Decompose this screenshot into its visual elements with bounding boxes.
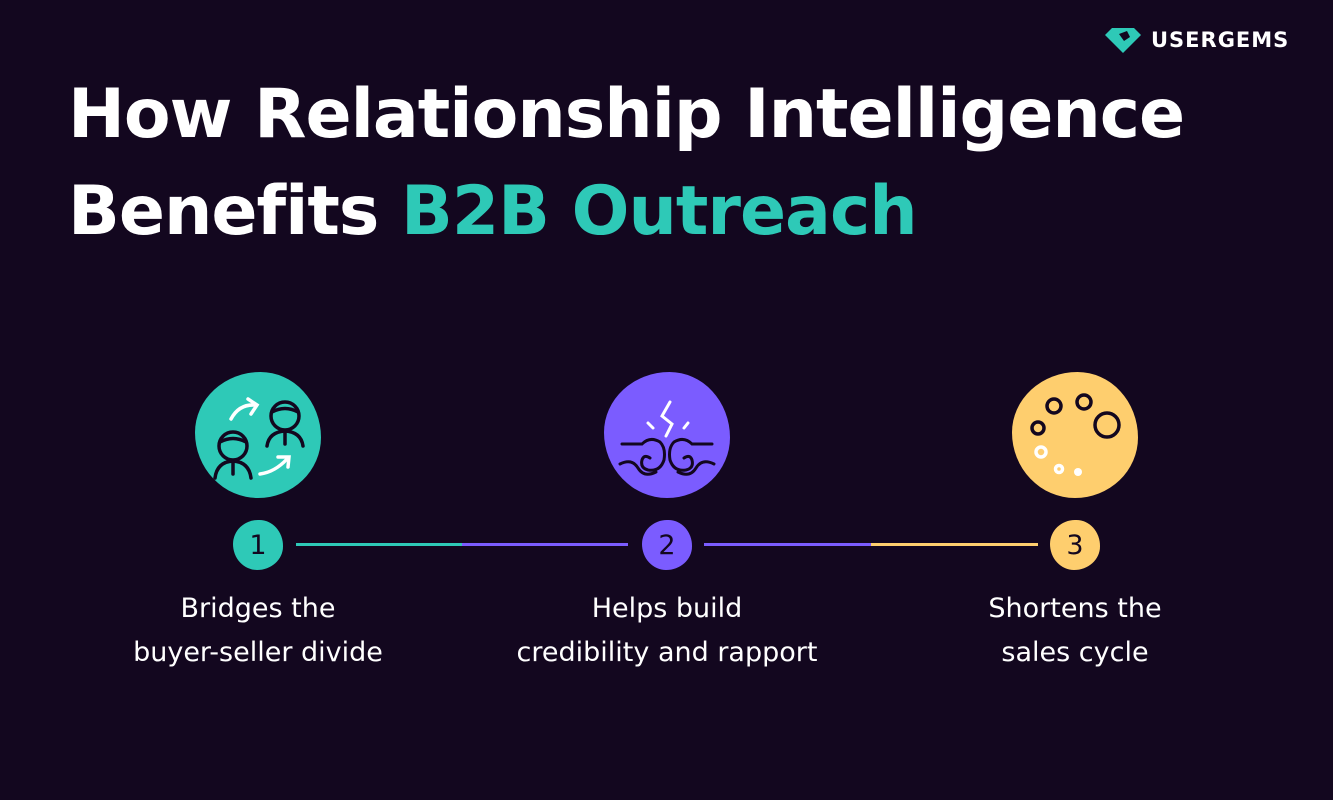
connector-2a	[704, 543, 871, 546]
step-1-number: 1	[233, 520, 283, 570]
people-exchange-icon	[213, 397, 305, 480]
fist-bump-icon	[618, 400, 716, 476]
connector-2b	[871, 543, 1038, 546]
step-2-caption: Helps build credibility and rapport	[516, 593, 818, 668]
gem-icon	[1105, 28, 1141, 53]
step-1-illustration	[195, 372, 321, 498]
title-line-2-plain: Benefits	[68, 172, 402, 251]
title-line-1: How Relationship Intelligence	[68, 75, 1185, 154]
usergems-logo: USERGEMS	[1103, 26, 1289, 54]
logo-text: USERGEMS	[1151, 28, 1290, 52]
connector-1b	[462, 543, 628, 546]
step-3-caption: Shortens the sales cycle	[988, 593, 1162, 668]
title-line-2-accent: B2B Outreach	[401, 172, 918, 251]
step-3-illustration	[1012, 372, 1138, 498]
step-2-illustration	[604, 372, 730, 498]
step-3-number: 3	[1050, 520, 1100, 570]
step-2-number: 2	[642, 520, 692, 570]
loading-circles-icon	[1030, 393, 1121, 476]
connector-1a	[296, 543, 462, 546]
page-title: How Relationship Intelligence Benefits B…	[68, 66, 1185, 260]
step-1-caption: Bridges the buyer-seller divide	[133, 593, 383, 668]
